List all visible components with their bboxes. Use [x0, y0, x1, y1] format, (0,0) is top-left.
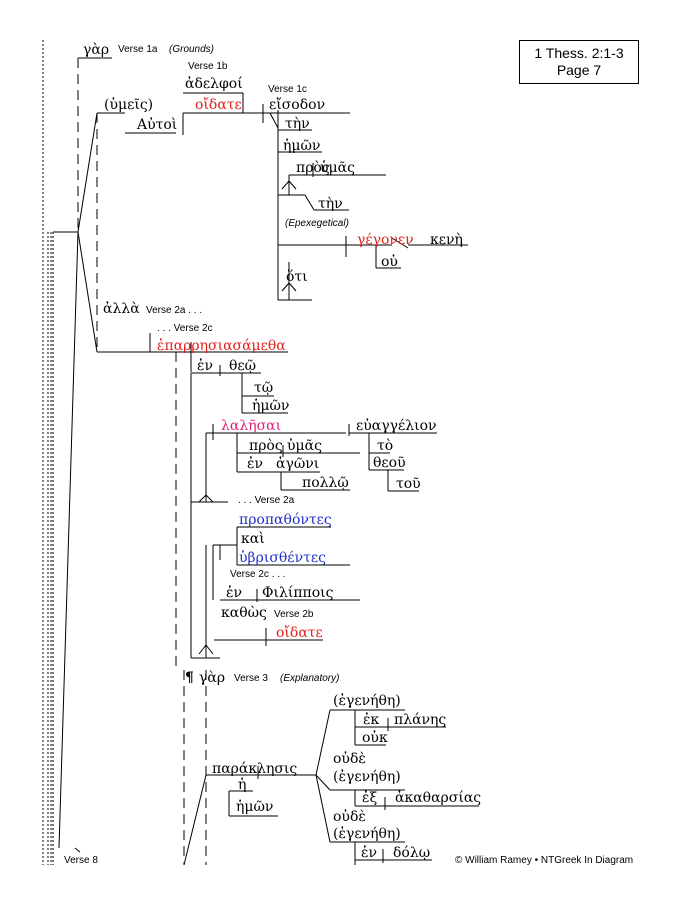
word-planes: πλάνης [394, 712, 447, 728]
word-dolo: δόλῳ [393, 845, 431, 861]
word-theou: θεοῦ [373, 455, 406, 471]
label-verse-2b: Verse 2b [274, 609, 314, 620]
reference-line2: Page 7 [556, 62, 602, 78]
word-gar-2: γὰρ [199, 670, 226, 686]
word-en-3: ἐν [226, 585, 243, 601]
paragraph-mark: ¶ [185, 670, 194, 686]
label-explanatory: (Explanatory) [280, 673, 340, 684]
word-adelphoi: ἀδελφοί [185, 76, 243, 92]
word-ex: ἐξ [362, 790, 378, 806]
word-pros-1: πρὸς [296, 160, 330, 176]
word-en-2: ἐν [247, 456, 264, 472]
participle-propathontes: προπαθόντες [239, 512, 332, 528]
word-to-1: τῷ [254, 380, 274, 396]
label-grounds: (Grounds) [169, 44, 215, 55]
label-verse-2c-mid: Verse 2c . . . [230, 569, 286, 580]
label-verse-2a-top: Verse 2a . . . [146, 305, 203, 316]
word-ten-1: τὴν [285, 116, 310, 132]
label-verse-1b: Verse 1b [188, 61, 228, 72]
word-hemon-3: ἡμῶν [236, 799, 274, 815]
verb-oidate-1: οἴδατε [195, 97, 242, 113]
label-verse-8: Verse 8 [64, 855, 98, 866]
word-ten-2: τὴν [318, 196, 343, 212]
label-verse-1a: Verse 1a [118, 44, 158, 55]
word-hemon-2: ἡμῶν [252, 398, 290, 414]
word-euangelion: εὐαγγέλιον [356, 418, 437, 434]
word-kai: καὶ [241, 531, 265, 547]
word-theo: θεῷ [229, 358, 257, 374]
label-verse-2a-mid: . . . Verse 2a [238, 495, 295, 506]
word-humas-2: ὑμᾶς [287, 438, 322, 454]
word-ouk: οὐκ [362, 730, 388, 746]
word-ek: ἐκ [363, 712, 380, 728]
label-epexegetical: (Epexegetical) [285, 218, 349, 229]
word-gar-1: γὰρ [83, 42, 110, 58]
word-ou: οὐ [381, 254, 398, 270]
word-he: ἡ [238, 777, 247, 793]
word-akatharsias: ἀκαθαρσίας [395, 790, 482, 806]
verb-gegonen: γέγονεν [357, 232, 414, 248]
word-agoni: ἀγῶνι [276, 456, 320, 472]
reference-box: 1 Thess. 2:1-3 Page 7 [519, 40, 639, 84]
word-egenethe-1: (ἐγενήθη) [333, 693, 401, 709]
verb-oidate-2: οἴδατε [276, 625, 323, 641]
verb-eparresiasametha: ἐπαρρησιασάμεθα [157, 338, 286, 354]
word-paraklesis: παράκλησις [212, 761, 298, 777]
word-oude-1: οὐδὲ [333, 751, 366, 767]
word-autoi: Αὐτοὶ [137, 117, 178, 133]
word-eisodon: εἴσοδον [269, 97, 326, 113]
label-verse-3: Verse 3 [234, 673, 268, 684]
word-pros-2: πρὸς [249, 438, 283, 454]
participle-hubristhentes: ὑβρισθέντες [239, 550, 326, 566]
word-philippois: Φιλίπποις [262, 585, 334, 601]
word-humas-1: ὑμᾶς [320, 160, 355, 176]
word-hemon-1: ἡμῶν [283, 138, 321, 154]
word-kene: κενὴ [430, 232, 463, 248]
word-tou: τοῦ [396, 476, 421, 492]
word-en-4: ἐν [361, 845, 378, 861]
word-pollo: πολλῷ [302, 475, 349, 491]
word-egenethe-3: (ἐγενήθη) [333, 826, 401, 842]
infinitive-lalesai: λαλῆσαι [221, 418, 282, 434]
word-kathos: καθὼς [221, 605, 267, 621]
word-alla: ἀλλὰ [103, 301, 140, 317]
word-en-1: ἐν [197, 358, 214, 374]
copyright-text: © William Ramey • NTGreek In Diagram [455, 855, 634, 866]
word-oude-2: οὐδὲ [333, 809, 366, 825]
label-verse-1c: Verse 1c [268, 84, 307, 95]
word-hoti: ὅτι [286, 269, 308, 285]
word-humeis: (ὑμεῖς) [104, 97, 154, 113]
reference-line1: 1 Thess. 2:1-3 [534, 45, 624, 61]
label-verse-2c-top: . . . Verse 2c [157, 323, 213, 334]
word-egenethe-2: (ἐγενήθη) [333, 769, 401, 785]
word-to-2: τὸ [377, 438, 394, 454]
